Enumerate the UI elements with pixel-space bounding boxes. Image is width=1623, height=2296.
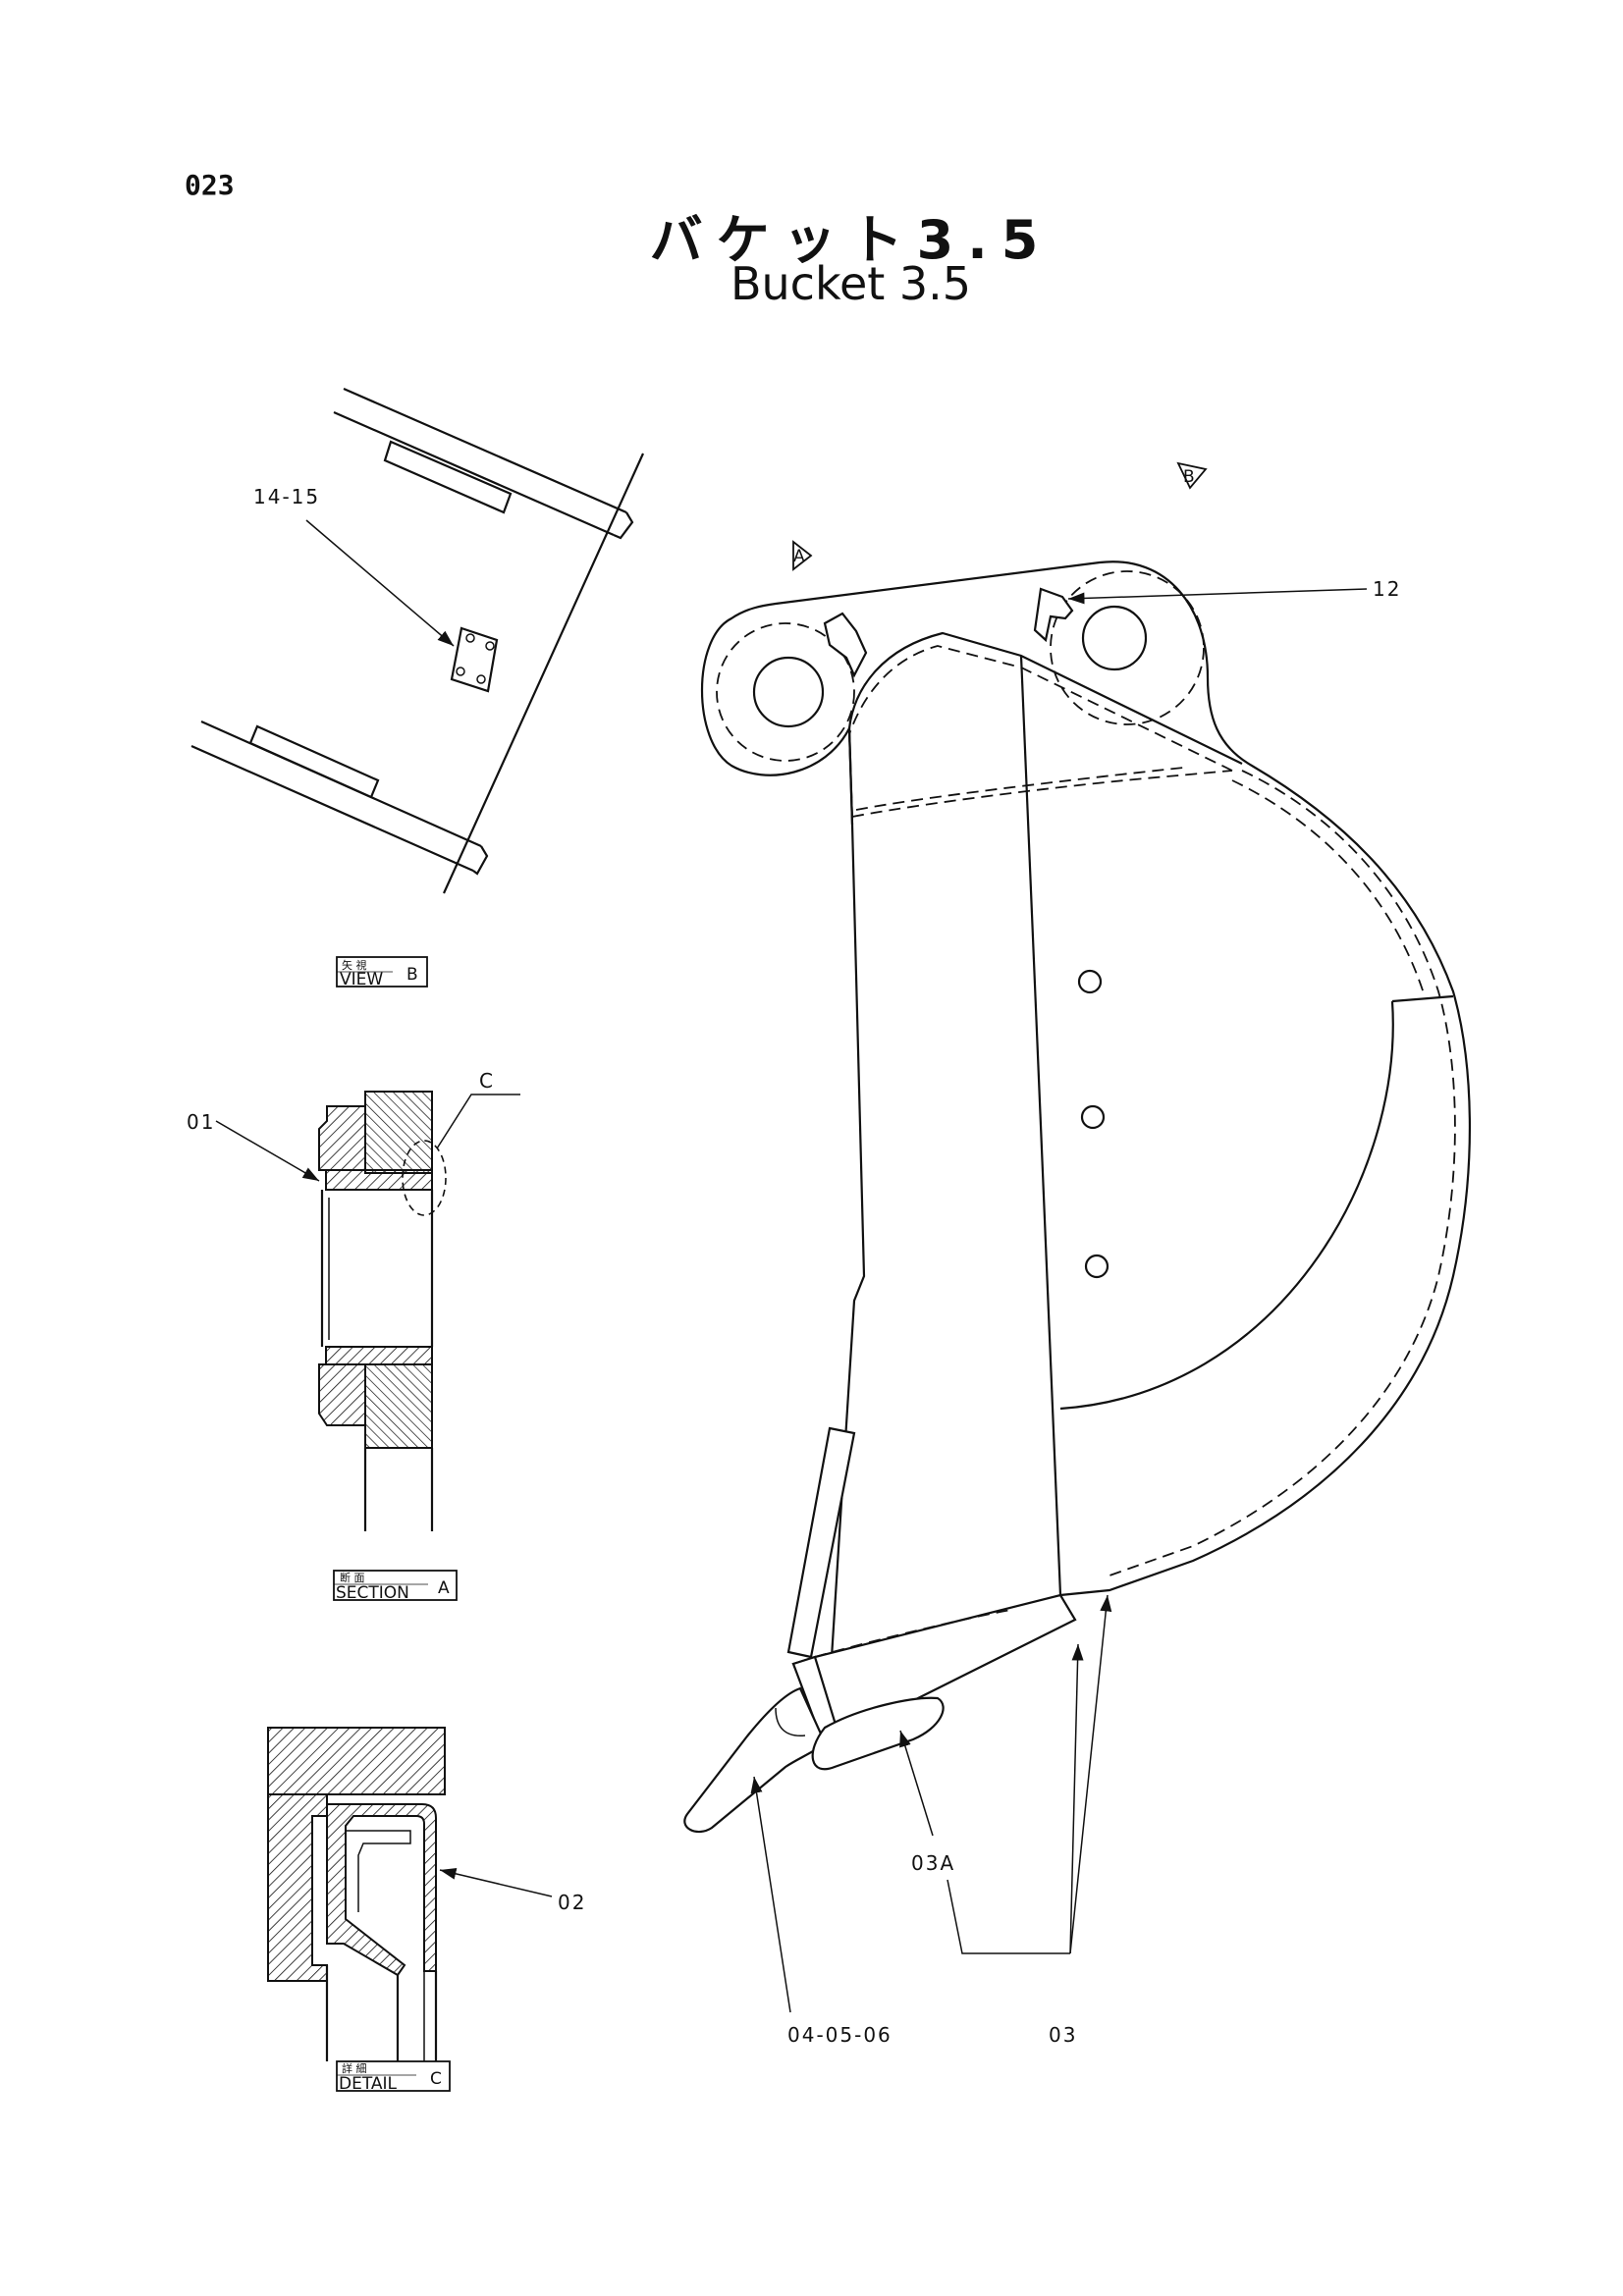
- title-english: Bucket 3.5: [730, 257, 972, 310]
- callout-01: 01: [187, 1110, 215, 1134]
- callout-14-15: 14-15: [253, 485, 320, 508]
- section-a-tag: 断 面 SECTION A: [333, 1570, 458, 1603]
- svg-text:SECTION: SECTION: [336, 1583, 409, 1603]
- svg-text:断 面: 断 面: [340, 1571, 365, 1584]
- view-b-tag: 矢 視 VIEW B: [336, 956, 428, 989]
- section-a-drawing: [318, 1091, 447, 1531]
- page-number: 023: [185, 169, 235, 201]
- detail-c-tag: 詳 細 DETAIL C: [336, 2060, 451, 2094]
- callout-c: C: [479, 1069, 495, 1093]
- title-japanese: バケット3.5: [649, 209, 1053, 271]
- bucket-main-drawing: [683, 561, 1471, 1834]
- detail-c-drawing: [267, 1727, 446, 2061]
- svg-text:A: A: [438, 1578, 450, 1598]
- svg-text:DETAIL: DETAIL: [339, 2074, 398, 2094]
- view-marker-a: A: [792, 540, 813, 571]
- svg-text:矢 視: 矢 視: [342, 958, 367, 972]
- svg-text:B: B: [1183, 467, 1195, 487]
- callout-04-05-06: 04-05-06: [787, 2023, 893, 2047]
- view-b-drawing: [190, 387, 645, 894]
- view-marker-b: B: [1176, 461, 1208, 490]
- callout-03a: 03A: [911, 1851, 955, 1875]
- svg-text:A: A: [793, 547, 805, 566]
- callout-12: 12: [1373, 577, 1401, 601]
- svg-text:詳 細: 詳 細: [342, 2061, 367, 2075]
- svg-text:VIEW: VIEW: [340, 970, 383, 989]
- callout-03: 03: [1049, 2023, 1077, 2047]
- svg-text:B: B: [406, 965, 418, 985]
- svg-text:C: C: [430, 2069, 442, 2089]
- callout-02: 02: [558, 1891, 586, 1914]
